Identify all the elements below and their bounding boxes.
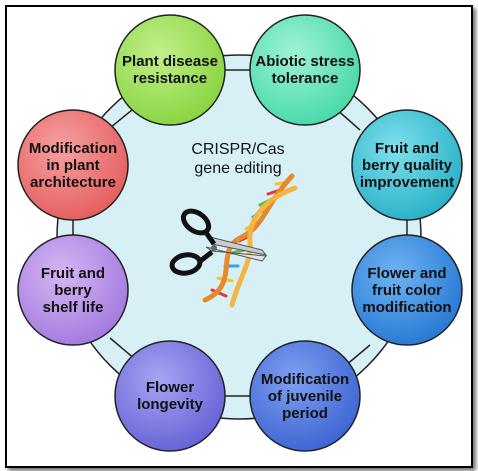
node-circle-plant-architecture xyxy=(17,109,129,221)
node-circle-plant-disease-resistance xyxy=(114,14,226,126)
node-label-fruit-berry-quality: Fruit and berry quality improvement xyxy=(359,139,455,191)
scissors-icon xyxy=(169,208,268,276)
node-circle-fruit-berry-quality xyxy=(351,109,463,221)
node-circle-juvenile-period xyxy=(249,340,361,452)
node-label-plant-disease-resistance: Plant disease resistance xyxy=(122,53,218,87)
node-label-juvenile-period: Modification of juvenile period xyxy=(260,370,350,422)
node-circle-flower-longevity xyxy=(114,340,226,452)
node-label-flower-fruit-color: Flower and fruit color modification xyxy=(362,264,452,316)
node-label-flower-longevity: Flower longevity xyxy=(137,379,203,413)
node-label-plant-architecture: Modification in plant architecture xyxy=(28,139,118,191)
node-circle-shelf-life xyxy=(17,234,129,346)
center-title: CRISPR/Cas gene editing xyxy=(191,141,285,177)
node-circle-flower-fruit-color xyxy=(351,234,463,346)
node-circle-abiotic-stress-tolerance xyxy=(249,14,361,126)
dna-helix-icon xyxy=(202,173,298,308)
node-label-abiotic-stress-tolerance: Abiotic stress tolerance xyxy=(255,53,355,87)
node-label-shelf-life: Fruit and berry shelf life xyxy=(40,264,106,316)
